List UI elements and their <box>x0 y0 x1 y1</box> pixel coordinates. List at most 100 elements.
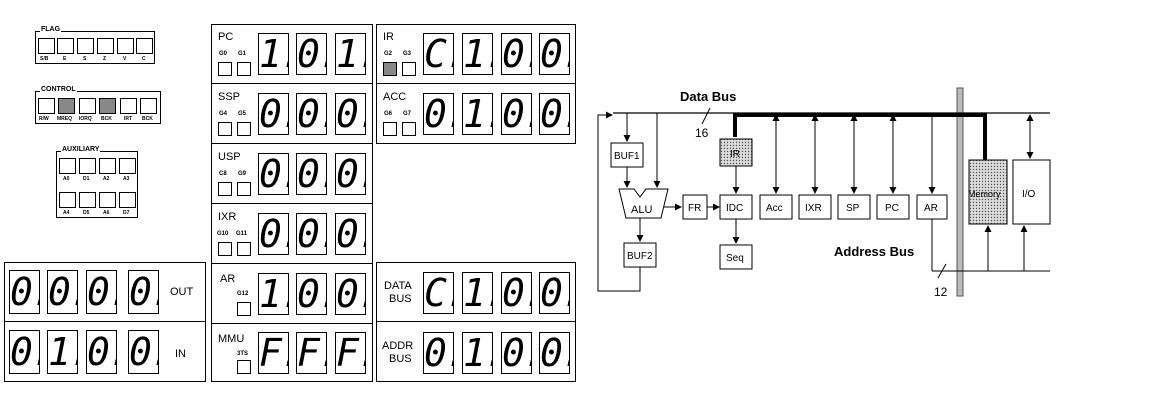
acc-g2-lamp <box>402 122 416 136</box>
control-lamp-rw <box>38 98 55 114</box>
usp-digit-0: 0. <box>258 153 289 195</box>
data-bus-digit-1: 1. <box>462 272 493 314</box>
aux-label-6: A6 <box>103 210 110 216</box>
addr-bus-digit-1: 1. <box>462 332 493 374</box>
data-bus-label: Data Bus <box>680 89 736 104</box>
register-acc: ACC G6 G7 0. 1. 0. 0. <box>377 85 575 143</box>
aux-label-1: D1 <box>83 176 90 182</box>
out-digit-0: 0. <box>9 270 40 314</box>
usp-g1-label: C8 <box>219 171 227 177</box>
control-label-iorq: IORQ <box>79 116 92 122</box>
flag-label-s: S <box>83 56 87 62</box>
ir-g2-lamp <box>402 62 416 76</box>
usp-digit-1: 0. <box>296 153 327 195</box>
register-ar: AR G12 1. 0. 0. <box>212 265 372 324</box>
acc-digit-2: 0. <box>501 93 532 135</box>
pc-g1-lamp <box>218 62 232 76</box>
pc-digit-1: 0. <box>296 33 327 75</box>
usp-g2-label: G9 <box>238 171 247 177</box>
register-addr-bus: ADDR BUS 0. 1. 0. 0. <box>377 323 575 381</box>
aux-lamp-6 <box>99 192 116 208</box>
flag-lamp-e <box>57 38 74 54</box>
ixr-digit-0: 0. <box>258 213 289 255</box>
ir-digit-0: C. <box>423 33 454 75</box>
data-bus-digit-3: 0. <box>539 272 570 314</box>
addr-bus-digit-3: 0. <box>539 332 570 374</box>
auxiliary-panel: AUXILIARY A0 D1 A2 A3 A4 D5 A6 D7 <box>56 146 138 218</box>
ixr-block <box>798 194 832 220</box>
data-bus-digit-0: C. <box>423 272 454 314</box>
aux-lamp-4 <box>59 192 76 208</box>
flag-title: FLAG <box>40 26 62 33</box>
control-lamp-bck2 <box>140 98 157 114</box>
mmu-name: MMU <box>218 333 245 345</box>
addr-bus-digit-2: 0. <box>501 332 532 374</box>
ssp-digit-2: 0. <box>335 93 366 135</box>
control-label-bck: BCK <box>101 116 112 122</box>
out-digit-3: 0. <box>128 270 159 314</box>
buf1-block <box>610 142 644 168</box>
ar-digit-1: 0. <box>296 273 327 315</box>
ssp-digit-1: 0. <box>296 93 327 135</box>
register-ir: IR G2 G3 C. 1. 0. 0. <box>377 25 575 84</box>
alu-label: ALU <box>631 204 652 216</box>
pc-digit-0: 1. <box>258 33 289 75</box>
aux-label-4: A4 <box>63 210 70 216</box>
ssp-name: SSP <box>218 91 241 103</box>
control-label-mreq: MREQ <box>57 116 72 122</box>
aux-label-5: D5 <box>83 210 90 216</box>
acc-digit-3: 0. <box>539 93 570 135</box>
acc-name: ACC <box>383 91 407 103</box>
register-ixr: IXR G10 G11 0. 0. 0. <box>212 205 372 264</box>
usp-g2-lamp <box>237 182 251 196</box>
auxiliary-title: AUXILIARY <box>61 146 101 153</box>
usp-g1-lamp <box>218 182 232 196</box>
register-column-2-top: IR G2 G3 C. 1. 0. 0. ACC G6 G7 0. 1. 0. … <box>376 24 576 144</box>
buf1-label: BUF1 <box>614 151 640 162</box>
flag-label-e: E <box>63 56 67 62</box>
sp-block <box>837 194 871 220</box>
acc-digit-0: 0. <box>423 93 454 135</box>
acc-digit-1: 1. <box>462 93 493 135</box>
out-digit-1: 0. <box>47 270 78 314</box>
aux-lamp-7 <box>119 192 136 208</box>
out-row: 0. 0. 0. 0. OUT <box>5 263 205 322</box>
ixr-g2-lamp <box>237 242 251 256</box>
control-lamp-irt <box>120 98 137 114</box>
ir-g2-label: G3 <box>403 51 412 57</box>
aux-label-3: A3 <box>123 176 130 182</box>
data-bus-digit-2: 0. <box>501 272 532 314</box>
in-label: IN <box>175 348 186 360</box>
aux-label-7: D7 <box>123 210 130 216</box>
ixr-g2-label: G11 <box>236 231 248 237</box>
ixr-name: IXR <box>218 211 237 223</box>
control-lamp-iorq <box>79 98 96 114</box>
io-label: I/O <box>1022 189 1036 200</box>
control-lamp-bck <box>99 98 116 114</box>
io-display-panel: 0. 0. 0. 0. OUT 0. 1. 0. 0. IN <box>4 262 206 382</box>
memory-label: Memory <box>968 189 1001 199</box>
register-ssp: SSP G4 G5 0. 0. 0. <box>212 85 372 144</box>
ssp-g2-lamp <box>237 122 251 136</box>
address-bus-label: Address Bus <box>834 244 914 259</box>
flag-label-sb: S/B <box>40 56 49 62</box>
acc-g1-label: G6 <box>384 111 393 117</box>
ixr-g1-label: G10 <box>217 231 229 237</box>
control-title: CONTROL <box>40 86 77 93</box>
control-label-irt: IRT <box>124 116 133 122</box>
data-bus-name-1: DATA <box>384 280 412 292</box>
flag-lamp-s <box>77 38 94 54</box>
buf2-block <box>623 242 657 268</box>
flag-label-z: Z <box>103 56 107 62</box>
mmu-g1-label: 3TS <box>237 351 249 357</box>
flag-lamp-z <box>97 38 114 54</box>
aux-lamp-0 <box>59 158 76 174</box>
addr-bus-digit-0: 0. <box>423 332 454 374</box>
pc-digit-2: 1. <box>335 33 366 75</box>
control-label-rw: R/W <box>39 116 49 122</box>
io-block <box>1012 159 1051 225</box>
ssp-g1-lamp <box>218 122 232 136</box>
acc-block <box>759 194 793 220</box>
address-bus-width-slash <box>937 263 947 279</box>
ir-block-label: IR <box>730 149 740 160</box>
